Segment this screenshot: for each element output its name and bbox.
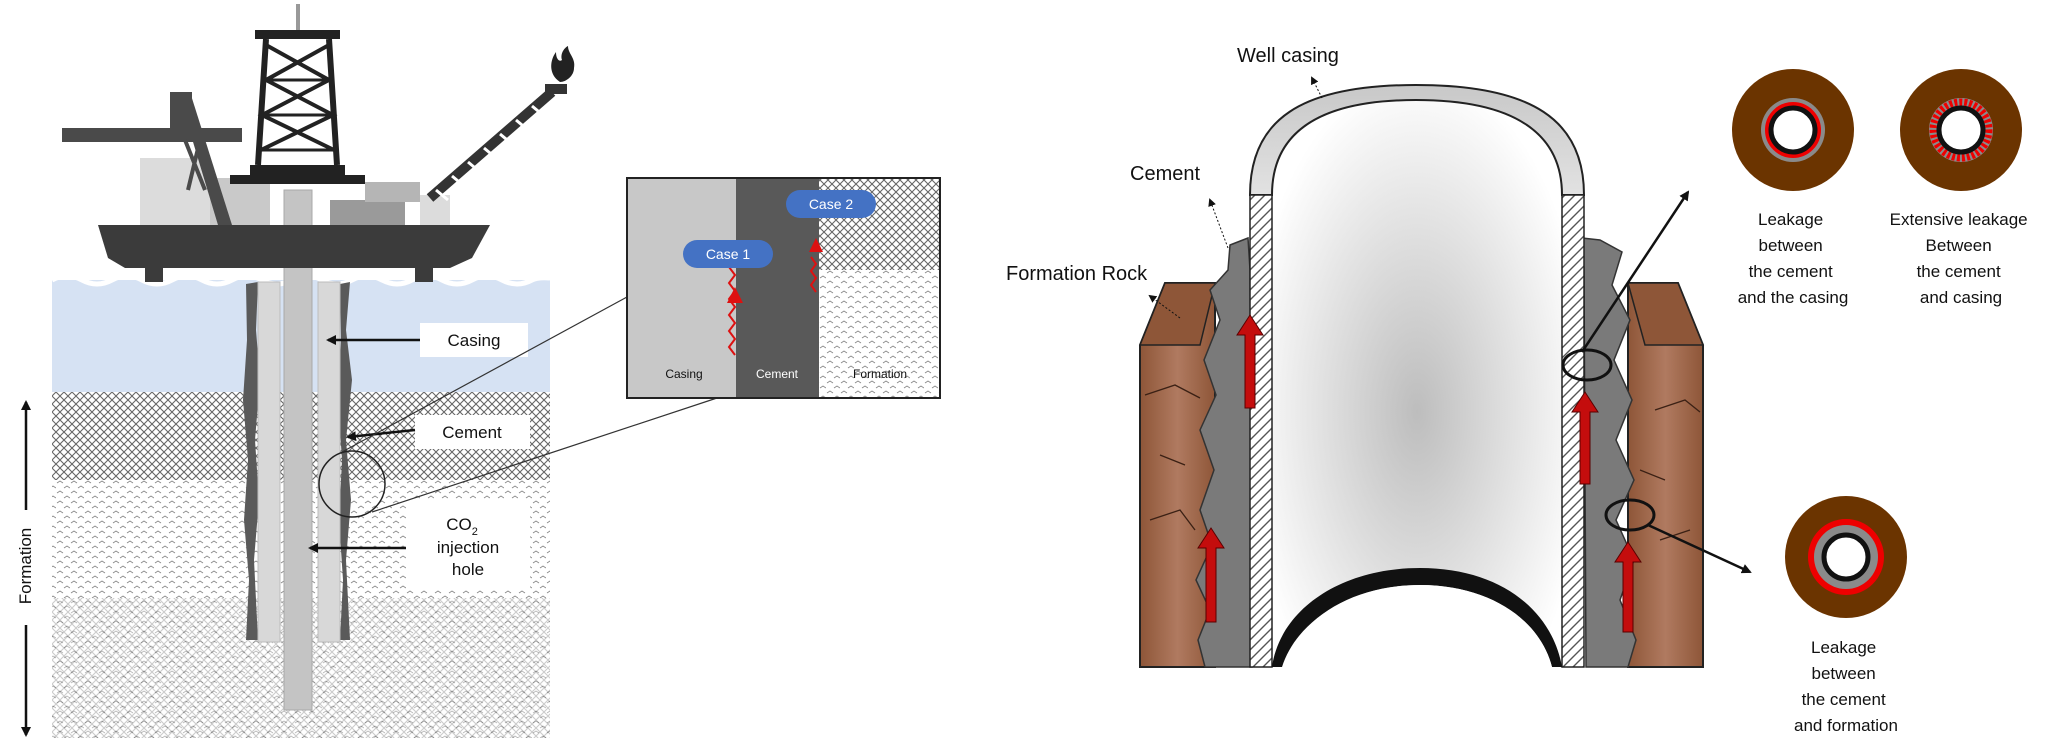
inset-connector-top	[341, 296, 628, 453]
caption-cement-casing: Leakage between the cement and the casin…	[1738, 210, 1849, 307]
formation-axis-label: Formation	[16, 528, 35, 605]
bore-bottom-opening	[1272, 568, 1562, 667]
case2-leak-path	[809, 256, 818, 293]
leak-point-casing-ellipse	[1561, 348, 1613, 382]
cement-label-box	[415, 415, 530, 449]
rig-helideck	[62, 128, 242, 142]
formation-rock-label: Formation Rock	[1006, 263, 1148, 285]
inset-frame	[626, 177, 941, 399]
formation-rock-left-top	[1138, 282, 1216, 346]
hole-label: hole	[452, 560, 484, 579]
flame-icon	[551, 46, 575, 82]
formation-rock-right-top	[1627, 282, 1705, 346]
leakage-disk-cement-casing	[1732, 69, 1854, 191]
inset-formation-label: Formation	[853, 367, 907, 381]
casing-label-box	[420, 323, 528, 357]
caption-cement-formation: Leakage between the cement and formation	[1794, 638, 1898, 735]
offshore-platform-section: Casing Cement CO2 injection hole Formati…	[16, 4, 718, 738]
co2-label-box	[406, 500, 530, 590]
case1-leak-arrowhead	[727, 287, 743, 303]
inset-casing-label: Casing	[665, 367, 702, 381]
case1-leak-path	[727, 258, 737, 356]
leak-arrow-3	[1571, 391, 1599, 485]
cement-label-right: Cement	[1130, 163, 1200, 185]
injection-label: injection	[437, 538, 499, 557]
inset-casing-band	[627, 178, 736, 398]
leak-arrow-2	[1197, 527, 1225, 623]
inset-cement-label: Cement	[756, 367, 799, 381]
case2-badge	[786, 190, 876, 218]
casing-label: Casing	[448, 331, 501, 350]
cement-pointer-right	[1208, 198, 1229, 249]
inset-connector-bottom	[371, 397, 718, 513]
cement-column-right	[338, 282, 352, 640]
casing-wall-left	[257, 281, 281, 643]
case1-label: Case 1	[706, 246, 751, 262]
case2-label: Case 2	[809, 196, 854, 212]
leakage-zone-circle	[318, 450, 386, 518]
casing-wall-right	[317, 281, 341, 643]
leakage-arrows	[1197, 314, 1642, 633]
bore-interior	[1272, 100, 1562, 667]
co2-label: CO2	[446, 515, 478, 538]
rig-hull	[98, 225, 490, 268]
cement-column-left	[243, 282, 260, 640]
injection-pipe	[283, 189, 313, 711]
rig-deck-block-3	[330, 200, 405, 225]
case2-leak-arrowhead	[809, 238, 823, 252]
flare-boom	[426, 84, 567, 202]
cement-label: Cement	[442, 423, 502, 442]
well-casing-label: Well casing	[1237, 45, 1339, 67]
leak-point-formation-ellipse	[1604, 498, 1656, 532]
rig-deck-block-1	[140, 158, 210, 225]
case1-badge	[683, 240, 773, 268]
cement-pointer	[346, 428, 416, 442]
well-cross-section: Well casing Cement Formation Rock Leakag	[1006, 45, 2033, 735]
inset-formation-band-bottom	[819, 270, 940, 398]
casing-wall-hatched-left	[1249, 194, 1273, 668]
leakage-disk-cement-formation	[1785, 496, 1907, 618]
leak-pointer-up	[1580, 190, 1690, 353]
leak-arrow-4	[1614, 541, 1642, 633]
well-casing-pointer	[1311, 76, 1323, 99]
drilling-derrick	[230, 4, 365, 184]
leakage-case-inset: Case 1 Case 2 Casing Cement Formation	[626, 177, 941, 399]
caption-extensive: Extensive leakage Between the cement and…	[1890, 210, 2033, 307]
leak-arrow-1	[1236, 314, 1264, 409]
leakage-disk-extensive	[1900, 69, 2022, 191]
leak-pointer-down	[1647, 523, 1752, 574]
